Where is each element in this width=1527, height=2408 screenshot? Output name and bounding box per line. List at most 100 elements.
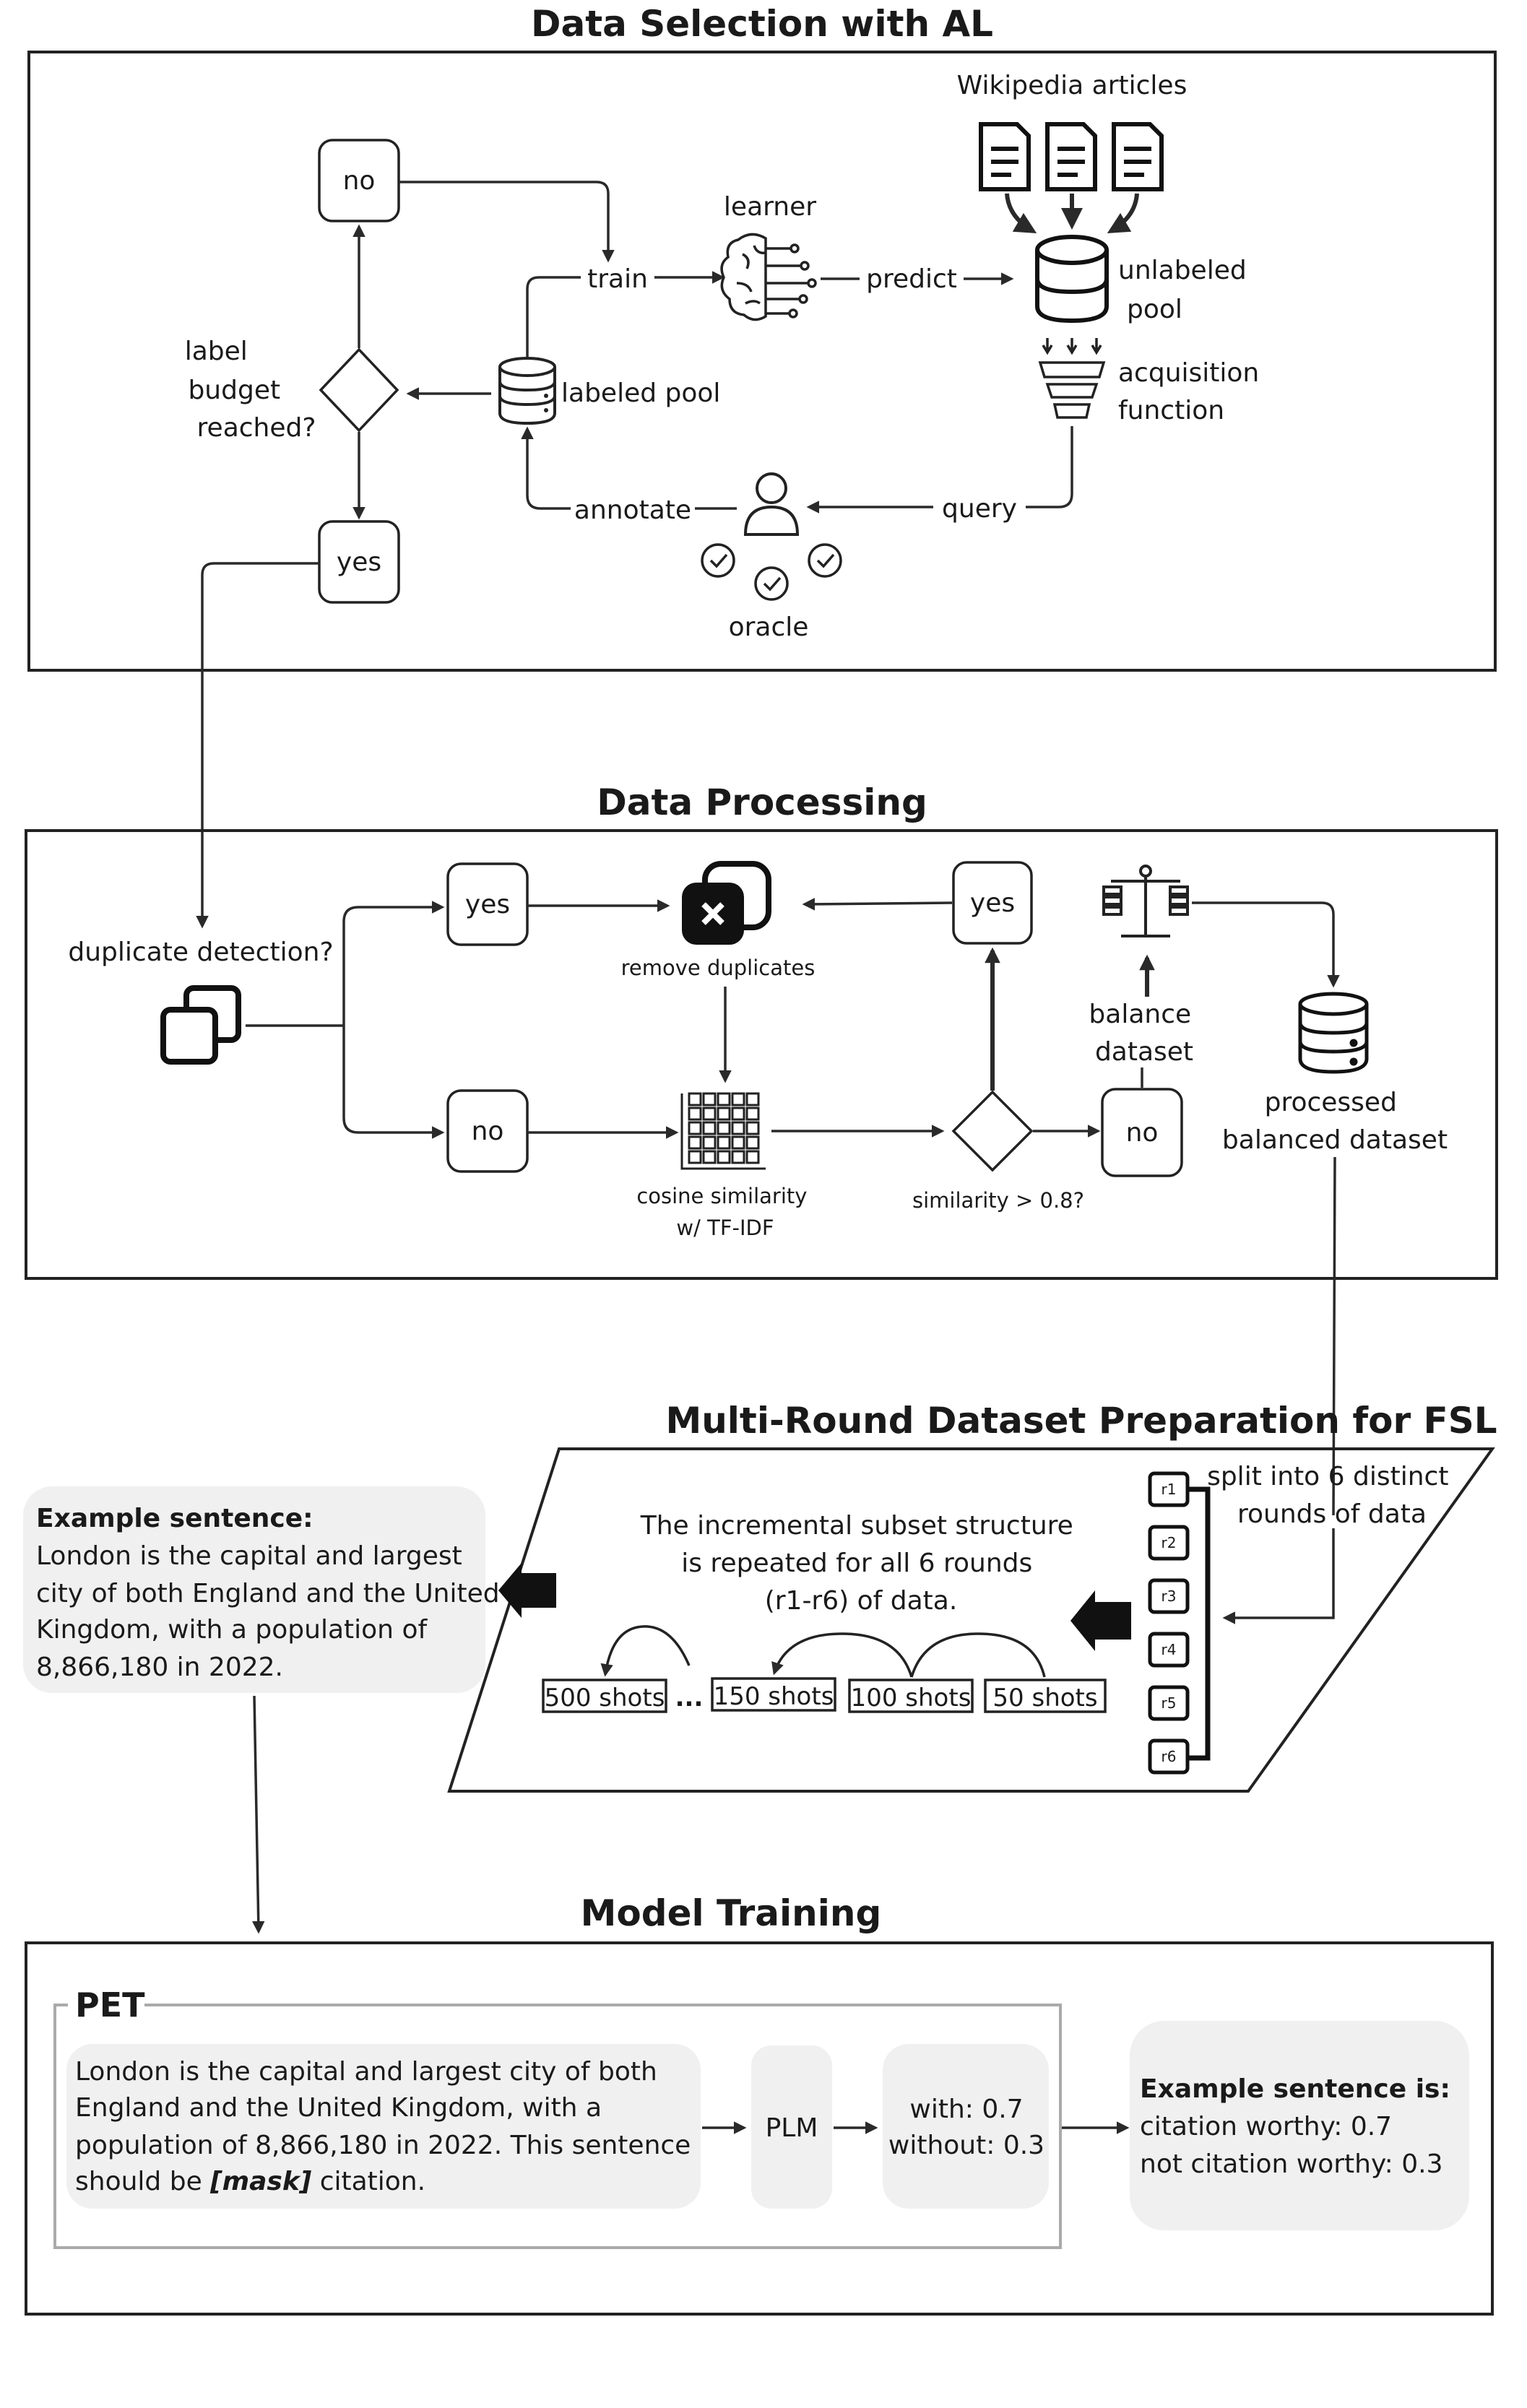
oracle-label: oracle xyxy=(729,612,809,642)
result-title: Example sentence is: xyxy=(1140,2074,1450,2104)
cosine-similarity-grid-icon xyxy=(680,1092,766,1170)
fsl-parallelogram xyxy=(447,1447,1495,1793)
processing-yes2-box xyxy=(952,861,1033,945)
unlabeled-pool-label: unlabeled pool xyxy=(1118,256,1255,324)
edge-dup-to-yes xyxy=(342,901,445,1026)
processing-no-box xyxy=(446,1089,529,1173)
result-box xyxy=(1130,2021,1469,2230)
example-sentence-box xyxy=(23,1486,485,1693)
edge-yes-to-processing xyxy=(196,562,319,929)
result-citation-worthy: citation worthy: 0.7 xyxy=(1140,2112,1392,2141)
shot-ellipsis: ... xyxy=(675,1684,704,1712)
processing-yes-box xyxy=(446,862,529,946)
plm-box xyxy=(751,2045,832,2209)
remove-duplicates-icon xyxy=(682,861,771,945)
brain-network-icon xyxy=(720,233,817,321)
edge-dup-to-no xyxy=(342,1026,445,1139)
processing-no2-box xyxy=(1101,1088,1183,1177)
al-yes-box xyxy=(318,520,400,604)
al-section-frame xyxy=(27,51,1497,672)
edge-example-to-training xyxy=(251,1695,265,1934)
query-label: query xyxy=(942,494,1017,524)
labeled-pool-label: labeled pool xyxy=(561,378,720,408)
al-no-box xyxy=(318,139,400,222)
learner-label: learner xyxy=(724,192,816,222)
acquisition-function-label: acquisition function xyxy=(1118,358,1268,425)
check-circle-icons xyxy=(701,543,842,601)
processing-yes2-label: yes xyxy=(970,888,1015,918)
oracle-person-icon xyxy=(743,472,800,536)
label-budget-text: label budget reached? xyxy=(185,337,316,443)
round-label-r3: r3 xyxy=(1162,1588,1177,1605)
balance-dataset-label: balance dataset xyxy=(1089,1000,1199,1067)
pet-prompt-box xyxy=(66,2044,701,2209)
example-sentence-text: London is the capital and largest city o… xyxy=(36,1541,508,1682)
shot-label-100: 100 shots xyxy=(851,1684,972,1712)
remove-duplicates-label: remove duplicates xyxy=(621,956,816,980)
pet-prompt-text: London is the capital and largest city o… xyxy=(75,2057,699,2196)
round-label-r1: r1 xyxy=(1162,1481,1177,1498)
shot-boxes xyxy=(542,1677,1107,1713)
edge-funnel-to-query xyxy=(1026,426,1073,508)
edge-labeled-to-train xyxy=(526,276,581,357)
pet-label: PET xyxy=(75,1985,145,2024)
label-budget-diamond xyxy=(319,347,399,433)
round-boxes xyxy=(1148,1471,1211,1775)
processed-dataset-database-icon xyxy=(1298,992,1369,1074)
shot-label-500: 500 shots xyxy=(545,1684,665,1712)
cosine-similarity-label: cosine similarity w/ TF-IDF xyxy=(636,1184,813,1240)
processing-yes-label: yes xyxy=(465,890,510,919)
fsl-section-title: Multi-Round Dataset Preparation for FSL xyxy=(665,1400,1497,1442)
edge-no-to-train xyxy=(399,181,615,263)
shot-label-50: 50 shots xyxy=(992,1684,1097,1712)
round-label-r2: r2 xyxy=(1162,1534,1177,1551)
processing-section-title: Data Processing xyxy=(597,781,927,823)
document-icons xyxy=(979,122,1164,191)
balance-scale-icon xyxy=(1102,865,1189,937)
processing-no-label: no xyxy=(472,1117,504,1146)
processing-no2-label: no xyxy=(1126,1118,1159,1148)
round-label-r5: r5 xyxy=(1162,1694,1177,1712)
duplicate-copy-icon xyxy=(160,985,241,1065)
example-sentence-title: Example sentence: xyxy=(36,1504,313,1533)
result-not-citation-worthy: not citation worthy: 0.3 xyxy=(1140,2149,1442,2179)
training-section-title: Model Training xyxy=(581,1892,882,1934)
edge-doc3-to-pool xyxy=(1107,193,1139,234)
al-yes-label: yes xyxy=(337,547,381,577)
shot-label-150: 150 shots xyxy=(714,1682,834,1711)
pet-without-score: without: 0.3 xyxy=(888,2131,1044,2160)
round-label-r4: r4 xyxy=(1162,1641,1177,1658)
split-rounds-label: split into 6 distinct rounds of data xyxy=(1207,1462,1457,1529)
shot-arcs xyxy=(600,1625,1046,1678)
pet-with-score: with: 0.7 xyxy=(909,2095,1023,2124)
duplicate-detection-label: duplicate detection? xyxy=(68,937,333,967)
processing-section-frame xyxy=(25,829,1498,1280)
incremental-structure-label: The incremental subset structure is repe… xyxy=(640,1511,1082,1616)
annotate-label: annotate xyxy=(574,495,691,525)
processed-dataset-label: processed balanced dataset xyxy=(1222,1088,1448,1155)
edge-annotate-to-labeled xyxy=(521,426,571,510)
block-arrow-fsl-to-example xyxy=(498,1563,556,1618)
pet-scores-box xyxy=(883,2044,1049,2209)
round-label-r6: r6 xyxy=(1162,1748,1177,1765)
labeled-pool-database-icon xyxy=(498,357,556,425)
al-section-title: Data Selection with AL xyxy=(531,3,993,45)
edge-split-to-rounds xyxy=(1222,1528,1335,1624)
pet-frame xyxy=(53,2004,1062,2249)
unlabeled-pool-database-icon xyxy=(1035,235,1109,324)
predict-label: predict xyxy=(866,264,957,294)
al-no-label: no xyxy=(343,166,376,196)
wikipedia-label: Wikipedia articles xyxy=(957,71,1188,100)
train-label: train xyxy=(587,264,648,294)
funnel-icon xyxy=(1038,338,1106,419)
edge-processed-to-split xyxy=(1332,1156,1336,1516)
edge-doc1-to-pool xyxy=(1005,193,1037,234)
plm-label: PLM xyxy=(766,2113,818,2143)
edge-yes2-to-remove xyxy=(802,898,953,911)
edge-balance-to-processed xyxy=(1192,901,1340,988)
similarity-diamond xyxy=(951,1090,1034,1172)
block-arrow-rounds-to-shots xyxy=(1070,1590,1131,1651)
similarity-label: similarity > 0.8? xyxy=(912,1188,1084,1213)
training-section-frame xyxy=(25,1941,1494,2316)
